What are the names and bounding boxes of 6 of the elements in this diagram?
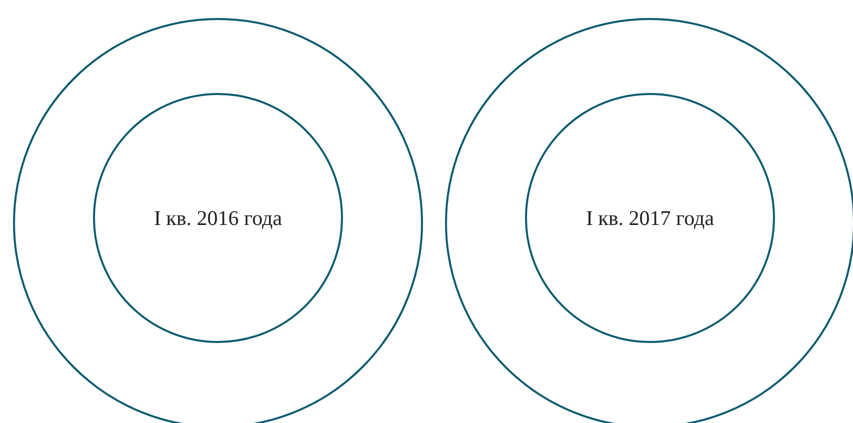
period-label: I кв. 2016 года [154,206,282,230]
period-label: I кв. 2017 года [586,206,714,230]
outer-circle [13,18,423,423]
inner-circle [93,93,343,343]
inner-circle [525,93,775,343]
outer-circle [445,18,853,423]
